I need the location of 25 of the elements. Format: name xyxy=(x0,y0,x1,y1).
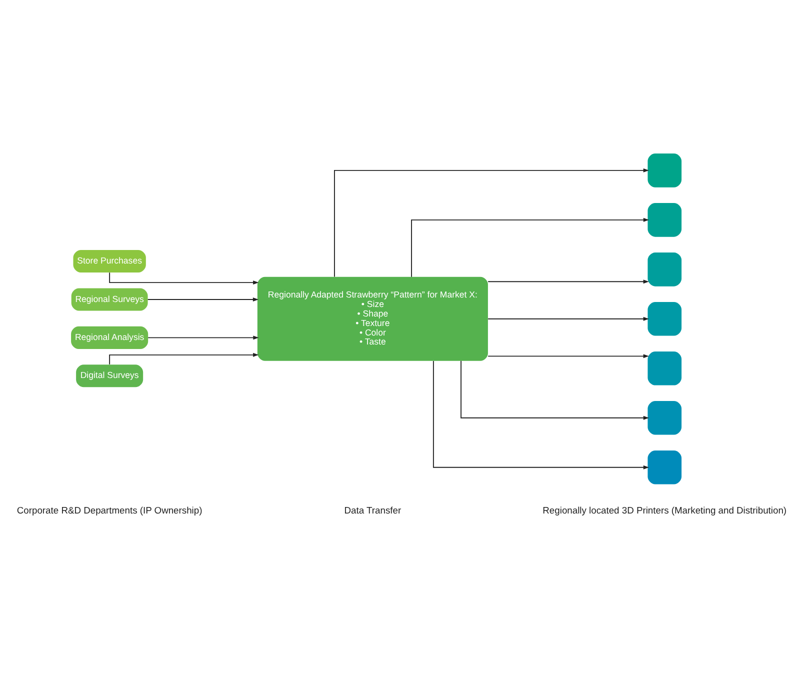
arrow xyxy=(411,217,650,277)
node-box xyxy=(648,400,682,434)
arrow xyxy=(148,335,259,340)
label: Data Transfer xyxy=(344,504,402,515)
node-box xyxy=(648,202,682,236)
arrow xyxy=(334,168,649,277)
arrow xyxy=(460,360,650,420)
arrow xyxy=(109,352,259,364)
node-box: Regionally Adapted Strawberry “Pattern” for Market X: • Size • Shape • Texture • Color • Taste xyxy=(257,276,488,360)
arrow xyxy=(488,316,649,320)
node-box xyxy=(648,450,682,484)
arrow xyxy=(147,297,259,301)
arrow xyxy=(488,354,649,358)
label: Corporate R&D Departments (IP Ownership) xyxy=(16,504,202,515)
node-box: Regional Analysis xyxy=(71,326,148,348)
label: Regionally located 3D Printers (Marketing and Distribution) xyxy=(542,504,787,515)
node-box xyxy=(648,301,682,336)
node-box xyxy=(648,252,682,286)
node-box xyxy=(648,350,682,385)
node-box: Digital Surveys xyxy=(76,364,144,387)
arrow xyxy=(488,279,649,284)
node-box: Store Purchases xyxy=(73,249,146,272)
arrow xyxy=(432,360,650,469)
node-box xyxy=(648,153,682,187)
node-box: Regional Surveys xyxy=(71,288,148,310)
